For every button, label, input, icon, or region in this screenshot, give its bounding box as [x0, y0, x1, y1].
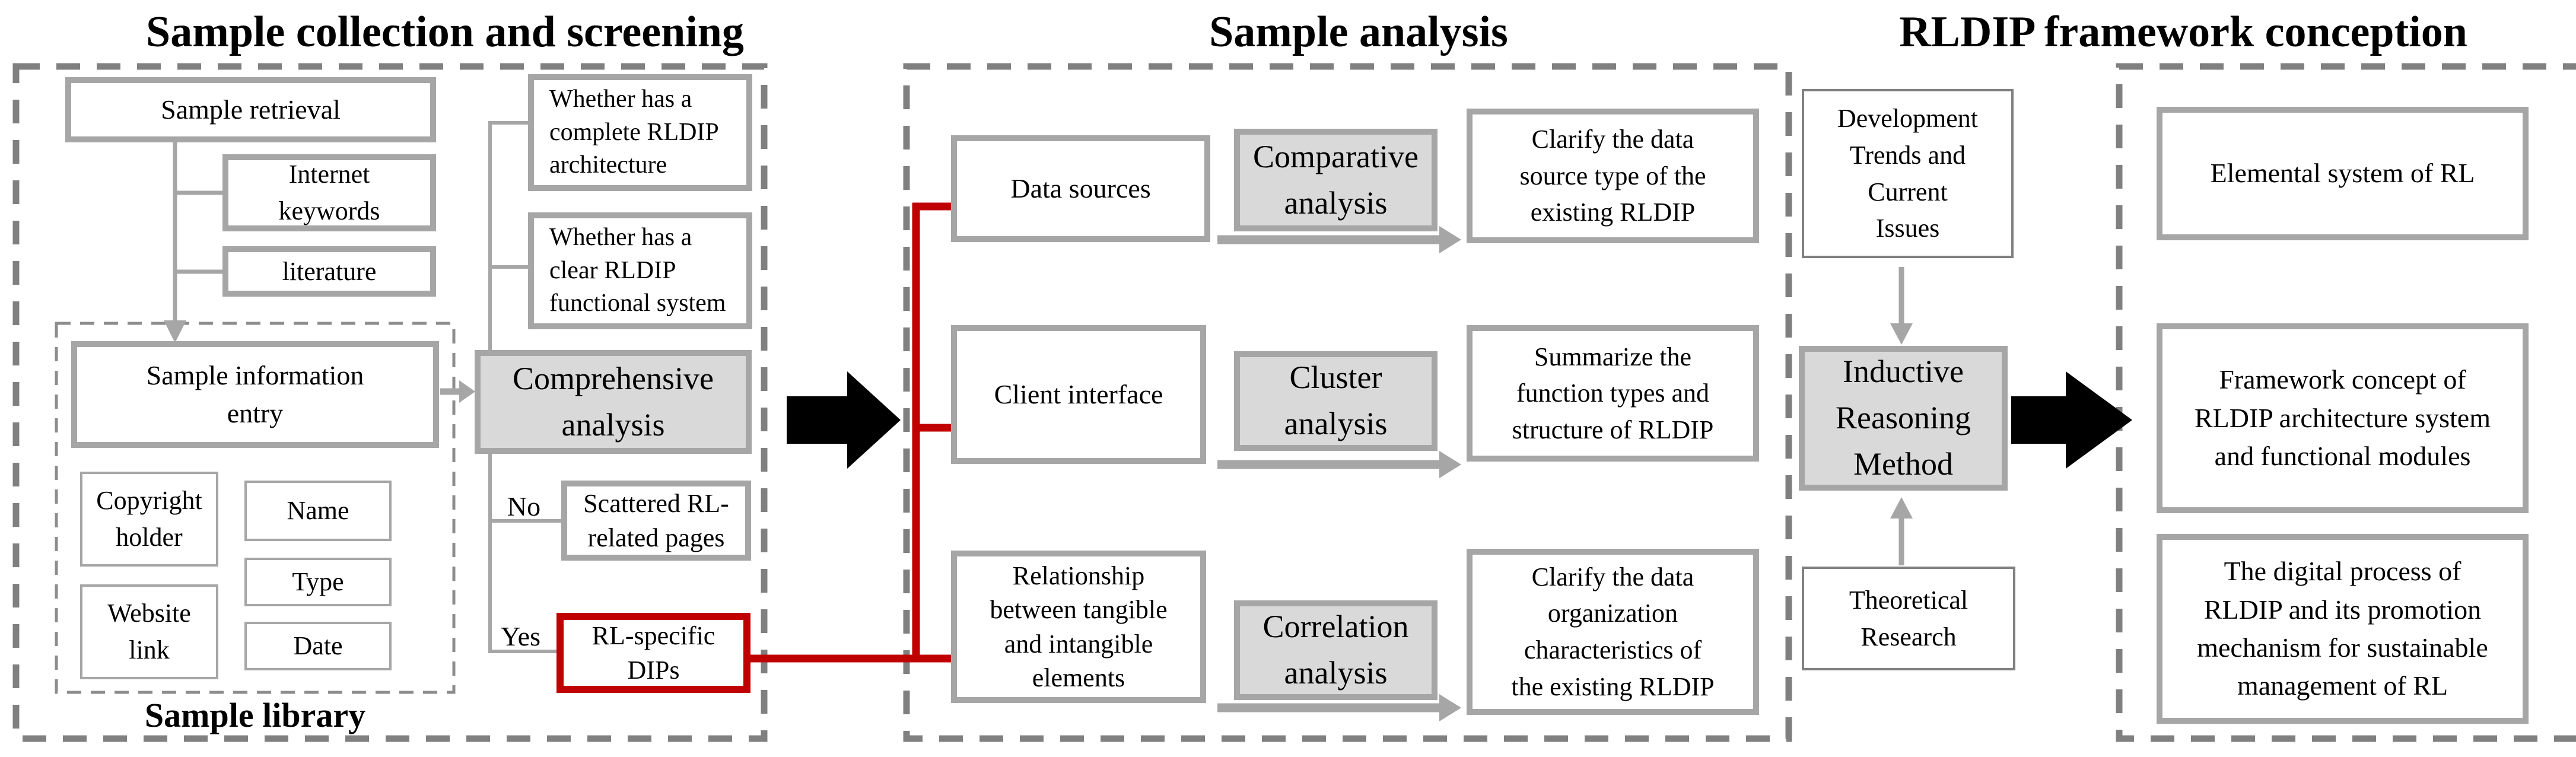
box-correlation-analysis: Correlation analysis: [1234, 600, 1438, 700]
box-development-trends: Development Trends and Current Issues: [1802, 89, 2014, 258]
title-sample-analysis: Sample analysis: [1209, 8, 1508, 56]
box-sample-retrieval: Sample retrieval: [65, 77, 436, 142]
black-block-arrow-icon: [787, 371, 901, 469]
down-arrowhead-icon: [1890, 323, 1913, 345]
panel-sample-collection-border: [12, 63, 768, 742]
right-arrowhead-icon: [459, 380, 475, 403]
box-cluster-analysis: Cluster analysis: [1234, 351, 1438, 451]
box-summarize-function-types: Summarize the function types and structu…: [1467, 325, 1759, 462]
box-scattered-rl-pages: Scattered RL- related pages: [561, 481, 751, 561]
box-literature: literature: [222, 246, 436, 297]
box-website-link: Website link: [80, 584, 218, 679]
box-date: Date: [244, 622, 392, 670]
box-clarify-data-source-type: Clarify the data source type of the exis…: [1467, 109, 1759, 243]
box-sample-information-entry: Sample information entry: [71, 341, 439, 448]
box-copyright-holder: Copyright holder: [80, 472, 218, 567]
box-rl-specific-dips: RL-specific DIPs: [556, 613, 750, 693]
box-elemental-system: Elemental system of RL: [2157, 107, 2529, 240]
box-relationship-elements: Relationship between tangible and intang…: [951, 551, 1206, 703]
box-whether-clear-functional-system: Whether has a clear RLDIP functional sys…: [528, 212, 752, 329]
sample-retrieval-connector: [173, 141, 225, 323]
red-selection-connector: [749, 202, 953, 663]
box-name: Name: [244, 481, 392, 541]
box-data-sources: Data sources: [951, 135, 1210, 242]
whether-connector: [488, 121, 529, 351]
box-whether-complete-architecture: Whether has a complete RLDIP architectur…: [528, 74, 752, 191]
box-type: Type: [244, 558, 392, 606]
box-comprehensive-analysis: Comprehensive analysis: [475, 350, 752, 454]
no-branch-label: No: [507, 491, 541, 521]
no-yes-branch-connector: [488, 453, 564, 653]
box-comparative-analysis: Comparative analysis: [1234, 129, 1438, 231]
title-framework-conception: RLDIP framework conception: [1899, 8, 2467, 56]
box-digital-process: The digital process of RLDIP and its pro…: [2157, 534, 2529, 724]
box-inductive-reasoning-method: Inductive Reasoning Method: [1799, 346, 2008, 491]
box-internet-keywords: Internet keywords: [222, 154, 436, 231]
sample-library-label: Sample library: [144, 696, 366, 734]
down-arrowhead-icon: [164, 320, 186, 343]
sample-library-dashed-border: [55, 322, 456, 694]
row-result-arrows: [1217, 226, 1461, 721]
black-block-arrow-icon: [2011, 371, 2132, 469]
box-framework-concept: Framework concept of RLDIP architecture …: [2157, 323, 2529, 513]
box-client-interface: Client interface: [951, 325, 1206, 464]
title-sample-collection: Sample collection and screening: [146, 8, 744, 56]
panel-sample-analysis-border: [903, 63, 1792, 742]
up-arrowhead-icon: [1890, 497, 1913, 519]
yes-branch-label: Yes: [501, 621, 540, 651]
box-theoretical-research: Theoretical Research: [1802, 567, 2015, 670]
box-clarify-data-organization: Clarify the data organization characteri…: [1467, 549, 1759, 715]
